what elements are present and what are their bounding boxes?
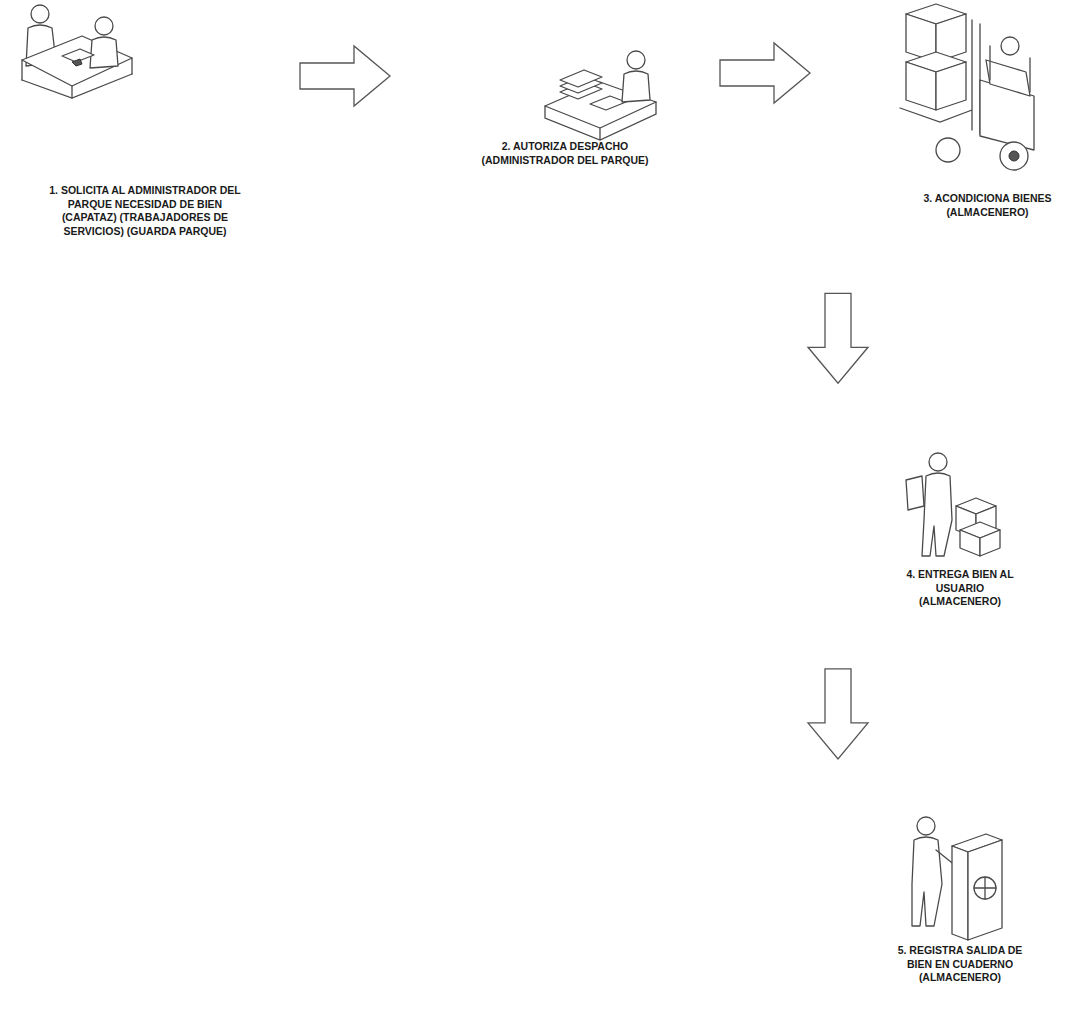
process-step: 5. REGISTRA SALIDA DE BIEN EN CUADERNO (… — [880, 806, 1040, 985]
meeting-icon — [22, 5, 132, 98]
process-step: 4. ENTREGA BIEN AL USUARIO (ALMACENERO) — [880, 446, 1040, 609]
step-caption: 4. ENTREGA BIEN AL USUARIO (ALMACENERO) — [905, 568, 1015, 609]
safe-icon — [912, 817, 1002, 940]
delivery-icon — [906, 453, 1000, 556]
block-arrow — [808, 293, 868, 383]
process-step: 1. SOLICITA AL ADMINISTRADOR DEL PARQUE … — [20, 0, 270, 239]
block-arrow — [300, 46, 390, 106]
process-step: 3. ACONDICIONA BIENES (ALMACENERO) — [900, 0, 1075, 219]
process-step: 2. AUTORIZA DESPACHO (ADMINISTRADOR DEL … — [440, 40, 690, 167]
forklift-icon — [900, 4, 1034, 170]
step-caption: 5. REGISTRA SALIDA DE BIEN EN CUADERNO (… — [890, 944, 1030, 985]
block-arrow — [720, 43, 810, 103]
step-caption: 2. AUTORIZA DESPACHO (ADMINISTRADOR DEL … — [470, 140, 660, 167]
step-caption: 3. ACONDICIONA BIENES (ALMACENERO) — [908, 192, 1068, 219]
desk-icon — [545, 51, 656, 140]
block-arrow — [808, 669, 868, 759]
step-caption: 1. SOLICITA AL ADMINISTRADOR DEL PARQUE … — [45, 184, 245, 239]
